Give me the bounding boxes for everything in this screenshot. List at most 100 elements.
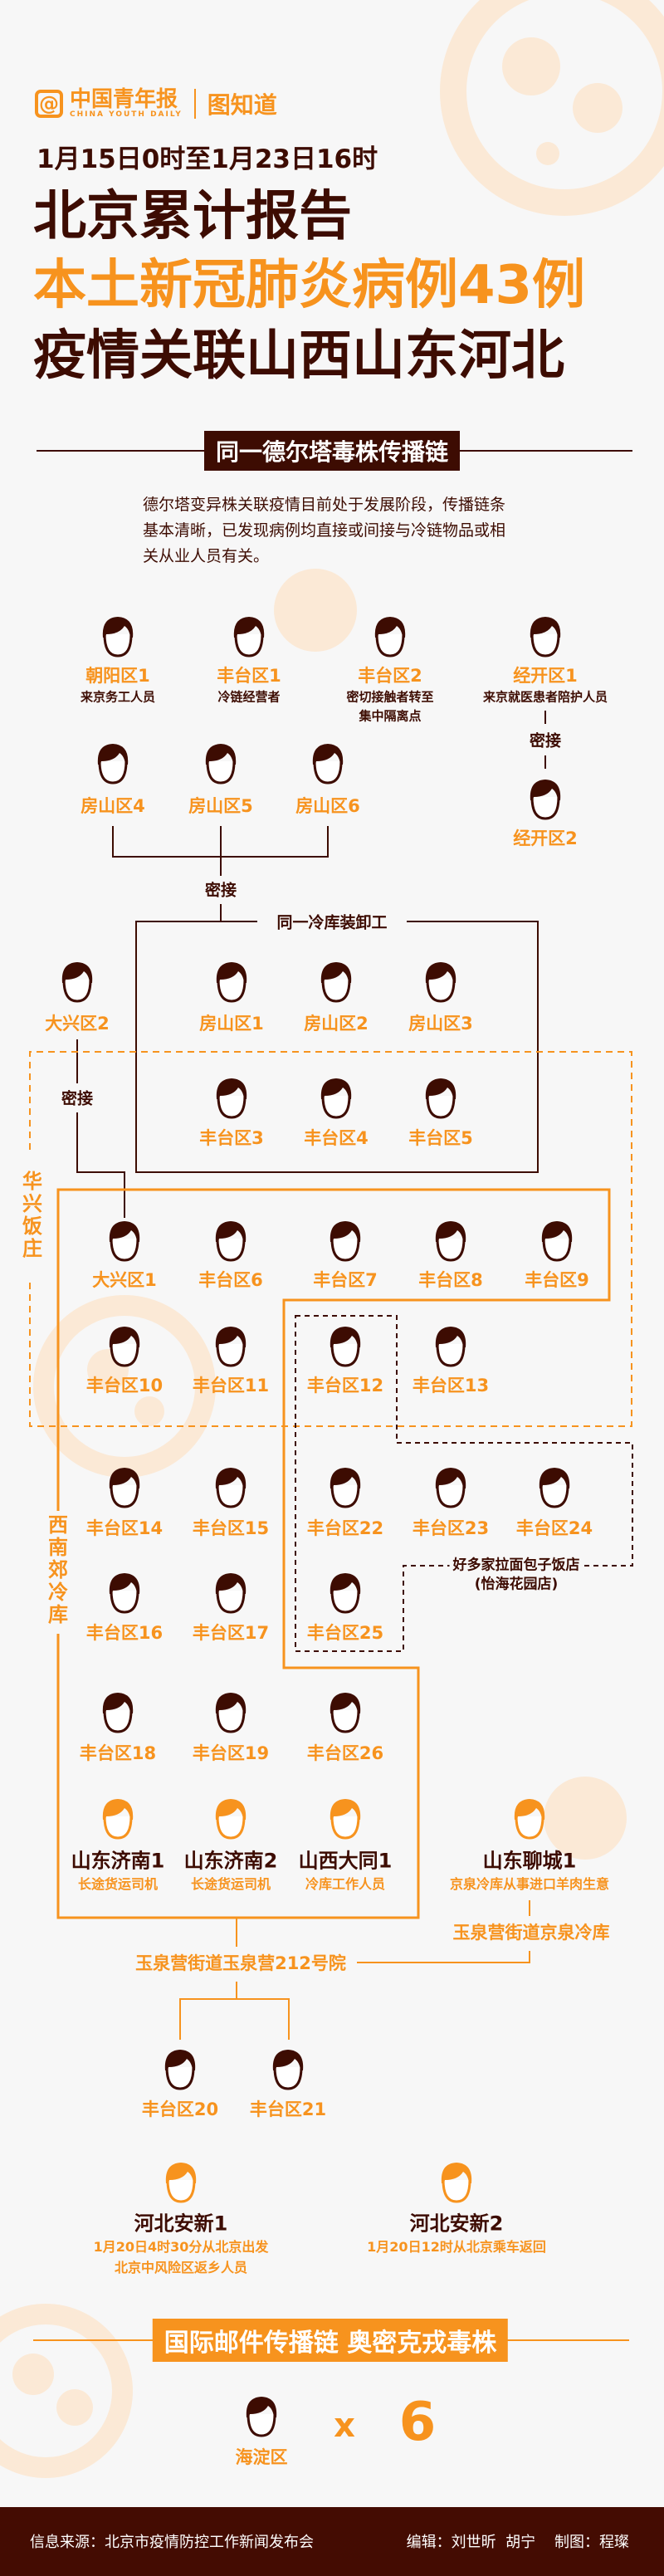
person-icon — [330, 1693, 361, 1733]
case-name: 海淀区 — [235, 2447, 288, 2467]
case-name: 山东济南1 — [71, 1849, 165, 1873]
person-icon — [425, 962, 456, 1003]
person-icon — [330, 1573, 361, 1614]
person-icon — [330, 1327, 361, 1367]
case-role: 北京中风险区返乡人员 — [114, 2260, 248, 2275]
case-name: 房山区5 — [188, 796, 253, 816]
column-name: 图知道 — [207, 91, 277, 119]
case-name: 大兴区1 — [92, 1270, 157, 1290]
cold-storage-box — [135, 921, 539, 1173]
title-line3: 疫情关联山西山东河北 — [33, 325, 564, 387]
person-icon — [312, 744, 344, 785]
person-icon — [320, 962, 352, 1003]
brand-name: 中国青年报 — [70, 87, 178, 112]
close-contact-label: 密接 — [525, 728, 565, 751]
case-name: 丰台区17 — [192, 1623, 270, 1643]
person-icon — [233, 617, 265, 657]
brand-logo: @ 中国青年报 CHINA YOUTH DAILY 图知道 — [35, 87, 277, 120]
case-role: 来京务工人员 — [80, 689, 156, 705]
case-name: 山东聊城1 — [482, 1849, 577, 1873]
case-name: 丰台区2 — [358, 666, 422, 686]
case-role: 冷库工作人员 — [305, 1876, 386, 1892]
footer — [0, 2507, 664, 2576]
case-name: 丰台区3 — [199, 1128, 264, 1148]
person-icon — [330, 1221, 361, 1262]
case-name: 丰台区4 — [304, 1128, 369, 1148]
case-name: 房山区6 — [295, 796, 360, 816]
person-icon — [61, 962, 93, 1003]
person-icon — [205, 744, 237, 785]
case-name: 丰台区24 — [515, 1518, 593, 1538]
person-icon — [102, 1693, 134, 1733]
logo-divider — [193, 89, 196, 119]
restaurant-name: 好多家拉面包子饭店 — [449, 1552, 583, 1574]
case-name: 河北安新1 — [134, 2212, 228, 2236]
person-icon — [330, 1468, 361, 1508]
title-line2: 本土新冠肺炎病例43例 — [33, 255, 586, 316]
case-name: 丰台区7 — [313, 1270, 378, 1290]
person-icon — [374, 617, 406, 657]
huaxing-restaurant-label: 华兴饭庄 — [21, 1170, 44, 1260]
person-icon — [320, 1078, 352, 1119]
person-icon — [102, 617, 134, 657]
close-contact-label: 密接 — [201, 877, 241, 901]
same-cold-storage-label: 同一冷库装卸工 — [268, 910, 396, 933]
case-name: 经开区1 — [513, 666, 578, 686]
jingquan-to-yard-line — [357, 1951, 530, 1963]
case-role: 长途货运司机 — [77, 1876, 159, 1892]
restaurant-branch: (怡海花园店) — [471, 1572, 562, 1593]
southwest-cold-storage-label: 西南郊冷库 — [46, 1513, 70, 1626]
case-name: 丰台区14 — [85, 1518, 164, 1538]
case-name: 丰台区12 — [306, 1376, 384, 1396]
person-icon — [514, 1799, 545, 1840]
case-name: 丰台区5 — [408, 1128, 473, 1148]
case-role: 京泉冷库从事进口羊肉生意 — [449, 1876, 610, 1892]
logo-at-icon: @ — [35, 90, 63, 118]
person-icon — [435, 1468, 466, 1508]
case-name: 丰台区8 — [418, 1270, 483, 1290]
case-name: 丰台区9 — [525, 1270, 589, 1290]
section1-intro: 德尔塔变异株关联疫情目前处于发展阶段，传播链条基本清晰，已发现病例均直接或间接与… — [143, 496, 506, 565]
case-role: 冷链经营者 — [217, 689, 281, 705]
case-name: 丰台区13 — [412, 1376, 490, 1396]
person-icon — [165, 2163, 197, 2203]
case-name: 丰台区19 — [192, 1743, 270, 1763]
person-icon — [435, 1221, 466, 1262]
case-name: 房山区4 — [81, 796, 145, 816]
person-icon — [215, 1799, 247, 1840]
case-name: 朝阳区1 — [85, 666, 150, 686]
person-icon — [109, 1468, 140, 1508]
brand-name-en: CHINA YOUTH DAILY — [70, 110, 183, 119]
case-name: 丰台区25 — [306, 1623, 384, 1643]
person-icon — [97, 744, 129, 785]
person-icon — [109, 1221, 140, 1262]
case-name: 河北安新2 — [409, 2212, 504, 2236]
person-icon — [109, 1327, 140, 1367]
case-name: 丰台区18 — [79, 1743, 157, 1763]
case-name: 丰台区16 — [85, 1623, 164, 1643]
person-icon — [102, 1799, 134, 1840]
case-name: 丰台区15 — [192, 1518, 270, 1538]
yuquanying-212-label: 玉泉营街道玉泉营212号院 — [132, 1950, 349, 1975]
multiply-sign: x — [334, 2407, 355, 2445]
section1-title: 同一德尔塔毒株传播链 — [203, 431, 461, 471]
person-icon — [215, 1221, 247, 1262]
case-name: 经开区2 — [513, 829, 578, 848]
person-icon — [330, 1799, 361, 1840]
case-name: 房山区1 — [199, 1014, 264, 1034]
person-icon — [164, 2050, 196, 2090]
case-role: 1月20日4时30分从北京出发 — [93, 2239, 269, 2255]
case-name: 丰台区20 — [141, 2099, 219, 2119]
person-icon — [109, 1573, 140, 1614]
omicron-case-count: 6 — [398, 2392, 437, 2453]
person-icon — [246, 2397, 277, 2437]
case-role: 集中隔离点 — [359, 708, 422, 724]
case-name: 丰台区1 — [217, 666, 281, 686]
person-icon — [530, 617, 561, 657]
jingquan-cold-storage-label: 玉泉营街道京泉冷库 — [449, 1919, 613, 1944]
title-line1: 北京累计报告 — [33, 186, 352, 247]
person-icon — [215, 1327, 247, 1367]
footer-source: 信息来源：北京市疫情防控工作新闻发布会 — [30, 2534, 314, 2551]
